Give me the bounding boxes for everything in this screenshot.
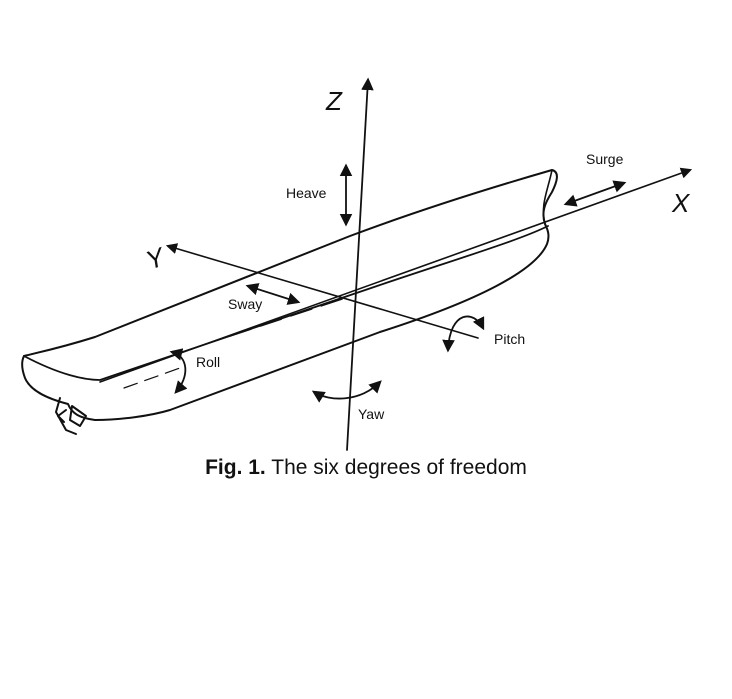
x-axis: X bbox=[99, 167, 693, 383]
z-axis-label: Z bbox=[325, 86, 343, 116]
roll-indicator: Roll bbox=[169, 348, 220, 394]
figure-caption: Fig. 1. The six degrees of freedom bbox=[0, 456, 732, 480]
pitch-indicator: Pitch bbox=[442, 315, 525, 353]
yaw-label: Yaw bbox=[358, 406, 385, 422]
pitch-label: Pitch bbox=[494, 331, 525, 347]
surge-label: Surge bbox=[586, 151, 624, 167]
surge-indicator: Surge bbox=[563, 151, 627, 207]
heave-indicator: Heave bbox=[286, 163, 353, 227]
y-axis-label: Y bbox=[142, 241, 170, 276]
y-axis: Y bbox=[142, 241, 479, 339]
caption-label: Fig. 1. bbox=[205, 456, 266, 479]
x-axis-label: X bbox=[671, 188, 691, 218]
propeller-icon bbox=[55, 397, 87, 435]
ship-hull bbox=[21, 169, 558, 435]
sway-indicator: Sway bbox=[228, 283, 301, 312]
caption-text: The six degrees of freedom bbox=[271, 456, 527, 479]
roll-label: Roll bbox=[196, 354, 220, 370]
sway-label: Sway bbox=[228, 296, 262, 312]
yaw-indicator: Yaw bbox=[311, 380, 385, 422]
heave-label: Heave bbox=[286, 185, 327, 201]
